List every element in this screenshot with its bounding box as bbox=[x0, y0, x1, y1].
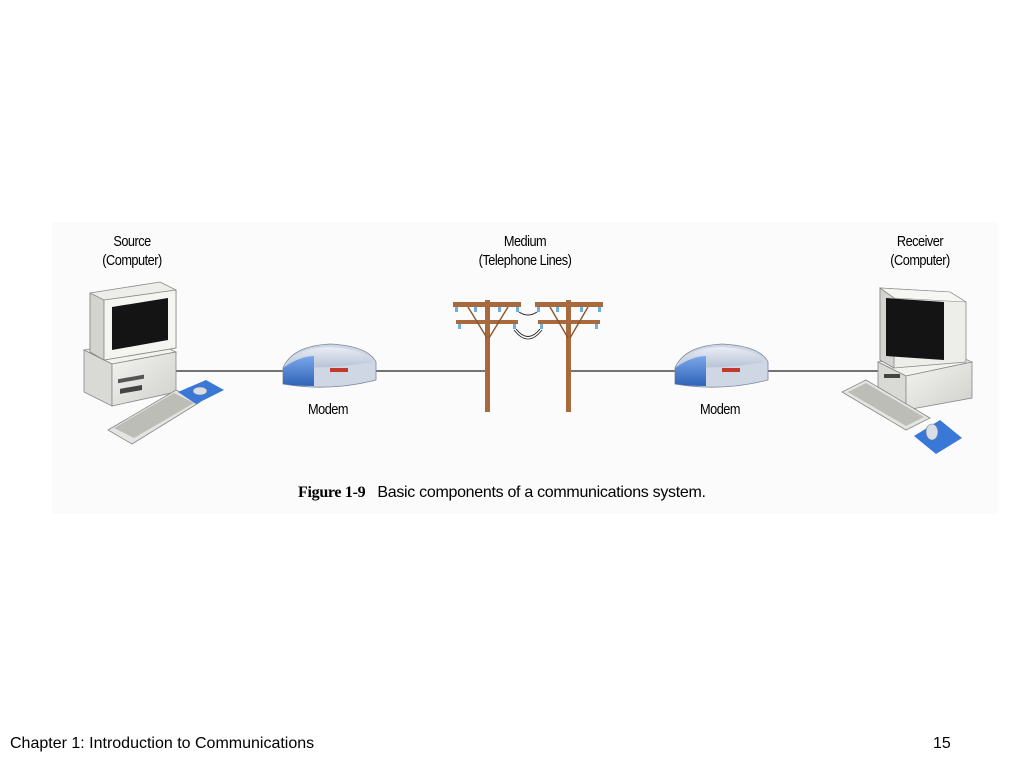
telephone-pole-icon bbox=[453, 300, 603, 412]
modem-right-label: Modem bbox=[700, 401, 740, 418]
medium-label: Medium (Telephone Lines) bbox=[470, 232, 581, 270]
page-number: 15 bbox=[933, 735, 951, 752]
figure-caption-number: Figure 1-9 bbox=[298, 484, 366, 501]
footer-chapter: Chapter 1: Introduction to Communication… bbox=[10, 735, 315, 752]
source-label-line2: (Computer) bbox=[102, 252, 162, 269]
figure-caption-text: Basic components of a communications sys… bbox=[377, 484, 706, 501]
receiver-label-line1: Receiver bbox=[896, 233, 944, 250]
receiver-label: Receiver (Computer) bbox=[879, 232, 961, 270]
modem-left-label: Modem bbox=[308, 401, 348, 418]
source-label-line1: Source bbox=[113, 233, 151, 250]
receiver-computer-icon bbox=[841, 287, 974, 454]
source-computer-icon bbox=[82, 281, 224, 445]
figure-panel bbox=[52, 222, 998, 514]
receiver-label-line2: (Computer) bbox=[890, 252, 950, 269]
medium-label-line2: (Telephone Lines) bbox=[478, 252, 572, 269]
figure-caption: Figure 1-9 Basic components of a communic… bbox=[298, 484, 706, 502]
modem-left-icon bbox=[282, 343, 377, 388]
medium-label-line1: Medium bbox=[503, 233, 547, 250]
source-label: Source (Computer) bbox=[93, 232, 171, 270]
modem-right-icon bbox=[674, 343, 769, 388]
